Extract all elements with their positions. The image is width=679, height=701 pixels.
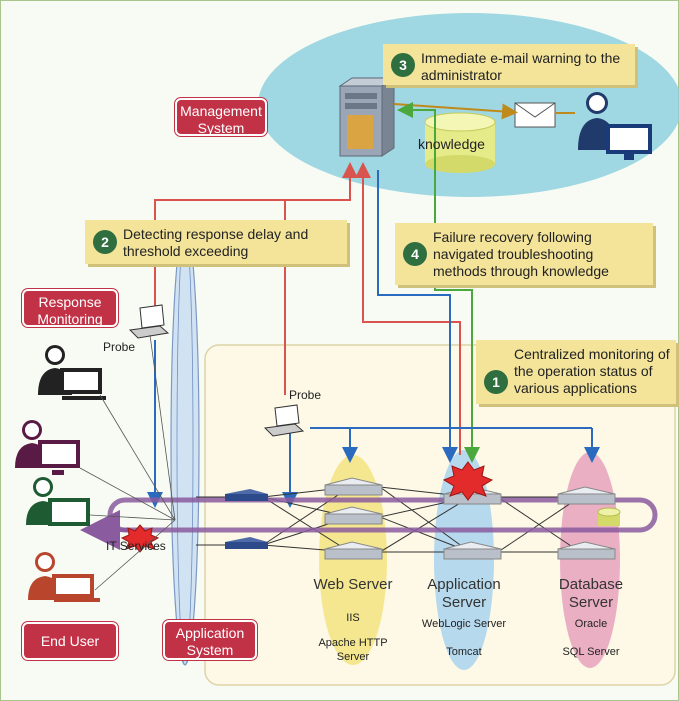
app-tier-item-1: WebLogic Server: [421, 618, 507, 630]
it-services-label: IT Services: [106, 539, 166, 553]
end-user-icon: [38, 345, 106, 400]
user-connections: [79, 334, 176, 591]
web-tier-title: Web Server: [313, 576, 393, 593]
db-tier-item-1: Oracle: [574, 618, 608, 630]
app-tier-ellipse: [434, 450, 494, 670]
app-tier-title: Application Server: [427, 576, 501, 611]
management-server-icon: [338, 77, 396, 157]
db-server-icon: [557, 541, 616, 560]
step-4-badge: 4: [403, 242, 427, 266]
app-server-icon: [443, 541, 502, 560]
web-server-icon: [324, 541, 383, 560]
step-1-badge: 1: [484, 370, 508, 394]
probe-laptop-icon: [263, 404, 305, 437]
end-user-box: End User: [22, 622, 118, 660]
end-user-icon: [28, 552, 100, 602]
admin-user-icon: [578, 92, 652, 160]
step-3-text: Immediate e-mail warning to the administ…: [421, 50, 621, 83]
db-tier-item-2: SQL Server: [562, 646, 620, 658]
response-monitoring-box: Response Monitoring: [22, 289, 118, 327]
step-2-text: Detecting response delay and threshold e…: [123, 226, 309, 259]
failure-burst-icon: [120, 524, 160, 553]
callout-step-4: 4 Failure recovery following navigated t…: [395, 223, 653, 285]
probe-mid-label: Probe: [289, 388, 322, 402]
monitor-path: [377, 170, 458, 463]
web-server-icon: [324, 506, 383, 525]
probe-laptop-icon: [128, 304, 170, 339]
step-1-text: Centralized monitoring of the operation …: [514, 346, 670, 396]
knowledge-db-icon: [424, 112, 496, 173]
failure-burst-icon: [442, 461, 494, 501]
db-tier-title: Database Server: [558, 576, 624, 611]
db-cylinder-icon: [597, 507, 621, 526]
probe-left-label: Probe: [103, 340, 136, 354]
switch-icon: [225, 489, 268, 501]
email-icon: [514, 102, 556, 128]
step-3-badge: 3: [391, 53, 415, 77]
callout-step-3: 3 Immediate e-mail warning to the admini…: [383, 44, 635, 85]
web-tier-ellipse: [319, 455, 387, 665]
end-user-icon: [15, 420, 80, 475]
app-tier-item-2: Tomcat: [446, 646, 482, 658]
application-system-box: Application System: [163, 620, 257, 660]
end-user-icon: [26, 477, 90, 526]
web-server-icon: [324, 477, 383, 496]
step-2-badge: 2: [93, 230, 117, 254]
knowledge-label: knowledge: [418, 136, 485, 152]
web-tier-item-2: Apache HTTP Server: [318, 637, 388, 663]
network-ring: [170, 224, 200, 666]
callout-step-1: 1 Centralized monitoring of the operatio…: [476, 340, 676, 404]
db-tier-ellipse: [560, 452, 620, 668]
db-server-icon: [557, 486, 616, 505]
step-4-text: Failure recovery following navigated tro…: [433, 229, 609, 279]
callout-step-2: 2 Detecting response delay and threshold…: [85, 220, 347, 264]
management-system-box: Management System: [175, 98, 267, 136]
alert-path: [154, 162, 358, 335]
switch-icon: [225, 537, 268, 549]
web-tier-item-1: IIS: [346, 612, 360, 624]
